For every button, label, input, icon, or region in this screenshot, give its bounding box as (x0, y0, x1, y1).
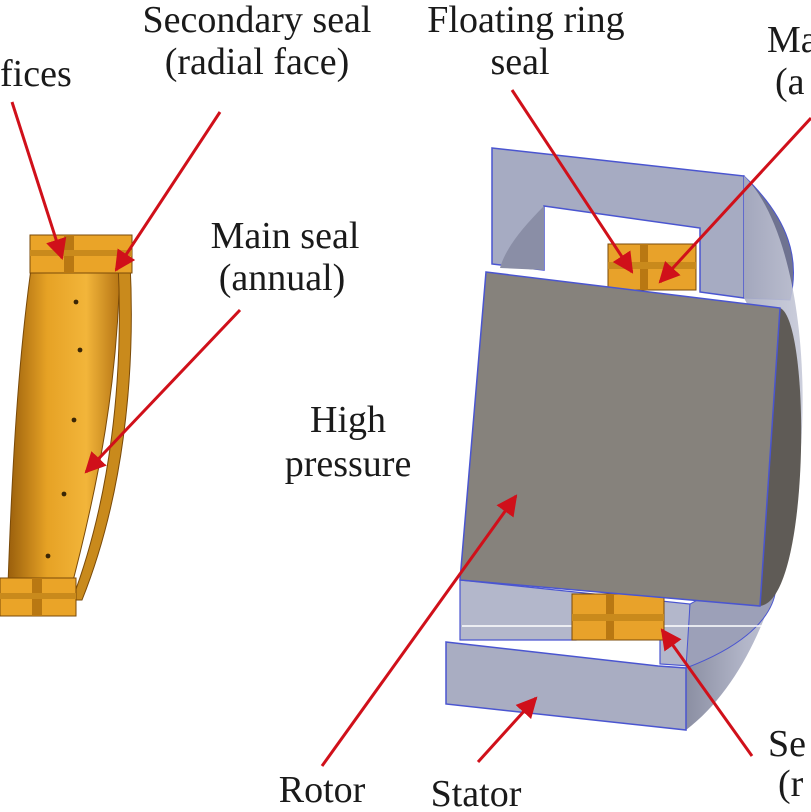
label-high-pressure-2: pressure (285, 443, 412, 485)
label-secondary-seal-top-1: Secondary seal (143, 0, 372, 41)
label-floating-ring-1: Floating ring (427, 0, 624, 41)
label-main-seal-right-1: Ma (767, 19, 811, 61)
label-floating-ring-2: seal (490, 41, 549, 83)
label-main-seal-1: Main seal (211, 215, 360, 257)
ring-inner-face (71, 261, 132, 601)
label-stator: Stator (431, 773, 522, 812)
arrow-orifices (10, 101, 67, 260)
floating-ring-isolated (0, 234, 133, 617)
arrow-stator (476, 696, 538, 764)
label-secondary-seal-top-2: (radial face) (165, 41, 350, 83)
ring-bottom-section (0, 577, 77, 617)
label-secondary-seal-bottom-1: Se (768, 723, 806, 765)
rotor (459, 271, 802, 607)
seal-assembly (445, 147, 811, 731)
arrow-floating-ring (510, 89, 634, 274)
assembly-seal-bottom (571, 593, 665, 641)
ring-body (7, 261, 121, 601)
arrow-rotor (320, 494, 518, 767)
arrow-main-seal-right (658, 116, 811, 284)
label-high-pressure-1: High (310, 399, 386, 441)
label-main-seal-right-2: (a (775, 61, 805, 103)
assembly-seal-top (607, 243, 697, 291)
annotation-arrows (10, 89, 811, 767)
label-rotor: Rotor (279, 769, 366, 811)
label-main-seal-2: (annual) (219, 257, 346, 299)
arrow-secondary-seal-bottom (660, 628, 754, 757)
orifice-holes (45, 299, 83, 559)
label-secondary-seal-bottom-2: (r (778, 763, 804, 805)
label-orifices: fices (0, 53, 72, 95)
arrow-secondary-seal-top (114, 111, 222, 272)
arrow-main-seal (84, 308, 242, 474)
